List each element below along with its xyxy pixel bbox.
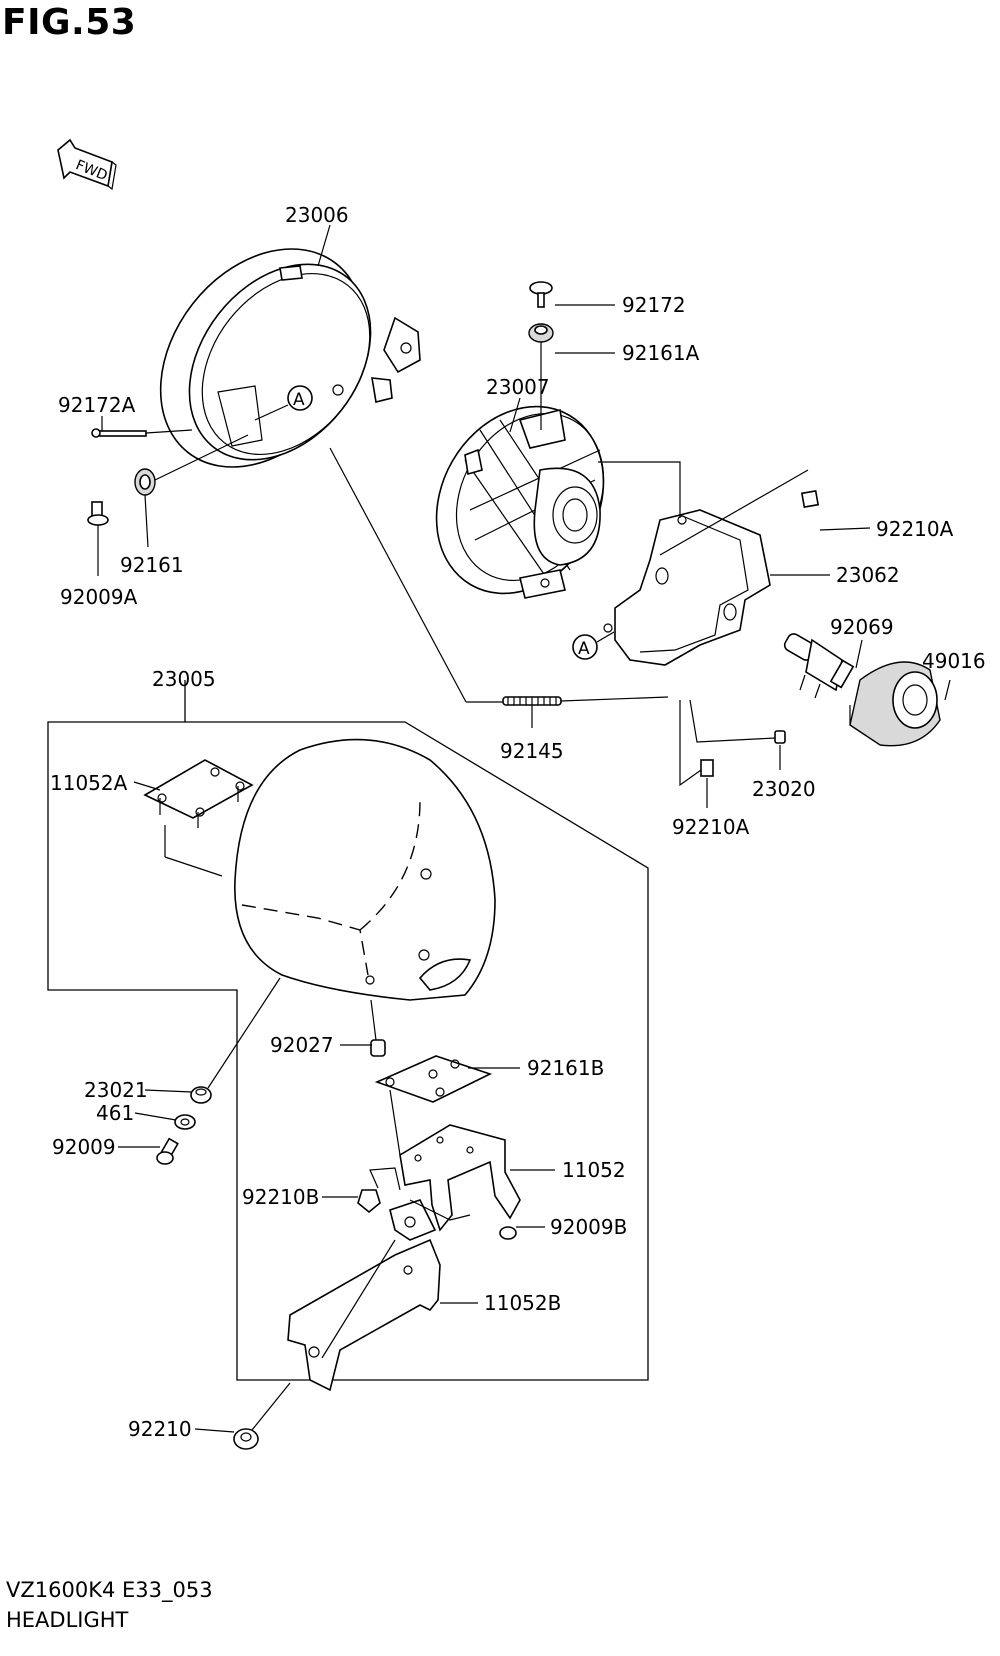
part-label-23020: 23020 (752, 777, 816, 801)
plate-11052A (143, 759, 254, 828)
part-label-11052: 11052 (562, 1158, 626, 1182)
part-label-11052A: 11052A (50, 771, 128, 795)
part-label-92009: 92009 (52, 1135, 116, 1159)
assembly-23005-boundary (47, 680, 649, 1381)
figure-title: FIG.53 (2, 2, 137, 43)
bolt-92009A (87, 501, 109, 526)
part-label-92210A-bottom: 92210A (672, 815, 750, 839)
part-label-92069: 92069 (830, 615, 894, 639)
spring-92145 (502, 696, 562, 706)
part-label-23007: 23007 (486, 375, 550, 399)
nut-92210B (357, 1189, 381, 1214)
screw-92172A (91, 428, 147, 438)
part-label-92161B: 92161B (527, 1056, 604, 1080)
part-label-23062: 23062 (836, 563, 900, 587)
part-label-92210: 92210 (128, 1417, 192, 1441)
part-label-92027: 92027 (270, 1033, 334, 1057)
part-label-92210B: 92210B (242, 1185, 319, 1209)
headlight-housing-ring (159, 248, 421, 468)
grommet-92161 (134, 468, 156, 496)
screw-92172 (529, 281, 553, 308)
part-label-11052B: 11052B (484, 1291, 561, 1315)
nut-23020 (774, 730, 786, 744)
sealed-beam-unit (435, 405, 605, 599)
screw-92009B (499, 1226, 517, 1240)
part-label-23021: 23021 (84, 1078, 148, 1102)
fwd-arrow-icon: FWD (57, 138, 117, 191)
washer-461 (174, 1114, 196, 1130)
figure-name: HEADLIGHT (6, 1608, 129, 1632)
headlight-mounting-bracket (603, 509, 771, 666)
part-label-92172A: 92172A (58, 393, 136, 417)
bracket-11052B (287, 1199, 441, 1392)
ref-marker-a-bracket: A (572, 634, 598, 660)
part-label-461: 461 (96, 1101, 134, 1125)
ref-marker-a-housing: A (287, 385, 313, 411)
part-label-23006: 23006 (285, 203, 349, 227)
part-label-92210A-top: 92210A (876, 517, 954, 541)
bulb-92069 (783, 633, 855, 699)
bulb-cover-49016 (849, 661, 941, 747)
collar-23021 (190, 1086, 212, 1104)
spacer-92027 (370, 1039, 386, 1057)
clip-92210A-top (800, 489, 820, 509)
model-code: VZ1600K4 E33_053 (6, 1578, 213, 1602)
part-label-92172: 92172 (622, 293, 686, 317)
part-label-92161A: 92161A (622, 341, 700, 365)
grommet-92161A (528, 323, 554, 343)
plate-92161B (374, 1055, 493, 1103)
part-label-92009B: 92009B (550, 1215, 627, 1239)
part-label-92145: 92145 (500, 739, 564, 763)
headlight-case-shell (234, 738, 496, 1001)
part-label-49016: 49016 (922, 649, 986, 673)
flange-nut-92210 (233, 1428, 259, 1450)
part-label-92161: 92161 (120, 553, 184, 577)
svg-text:A: A (293, 390, 305, 410)
part-label-23005: 23005 (152, 667, 216, 691)
clip-92210A-bottom (700, 759, 714, 777)
bracket-11052 (399, 1124, 521, 1232)
svg-text:A: A (578, 639, 590, 659)
part-label-92009A: 92009A (60, 585, 138, 609)
bolt-92009 (156, 1137, 179, 1165)
